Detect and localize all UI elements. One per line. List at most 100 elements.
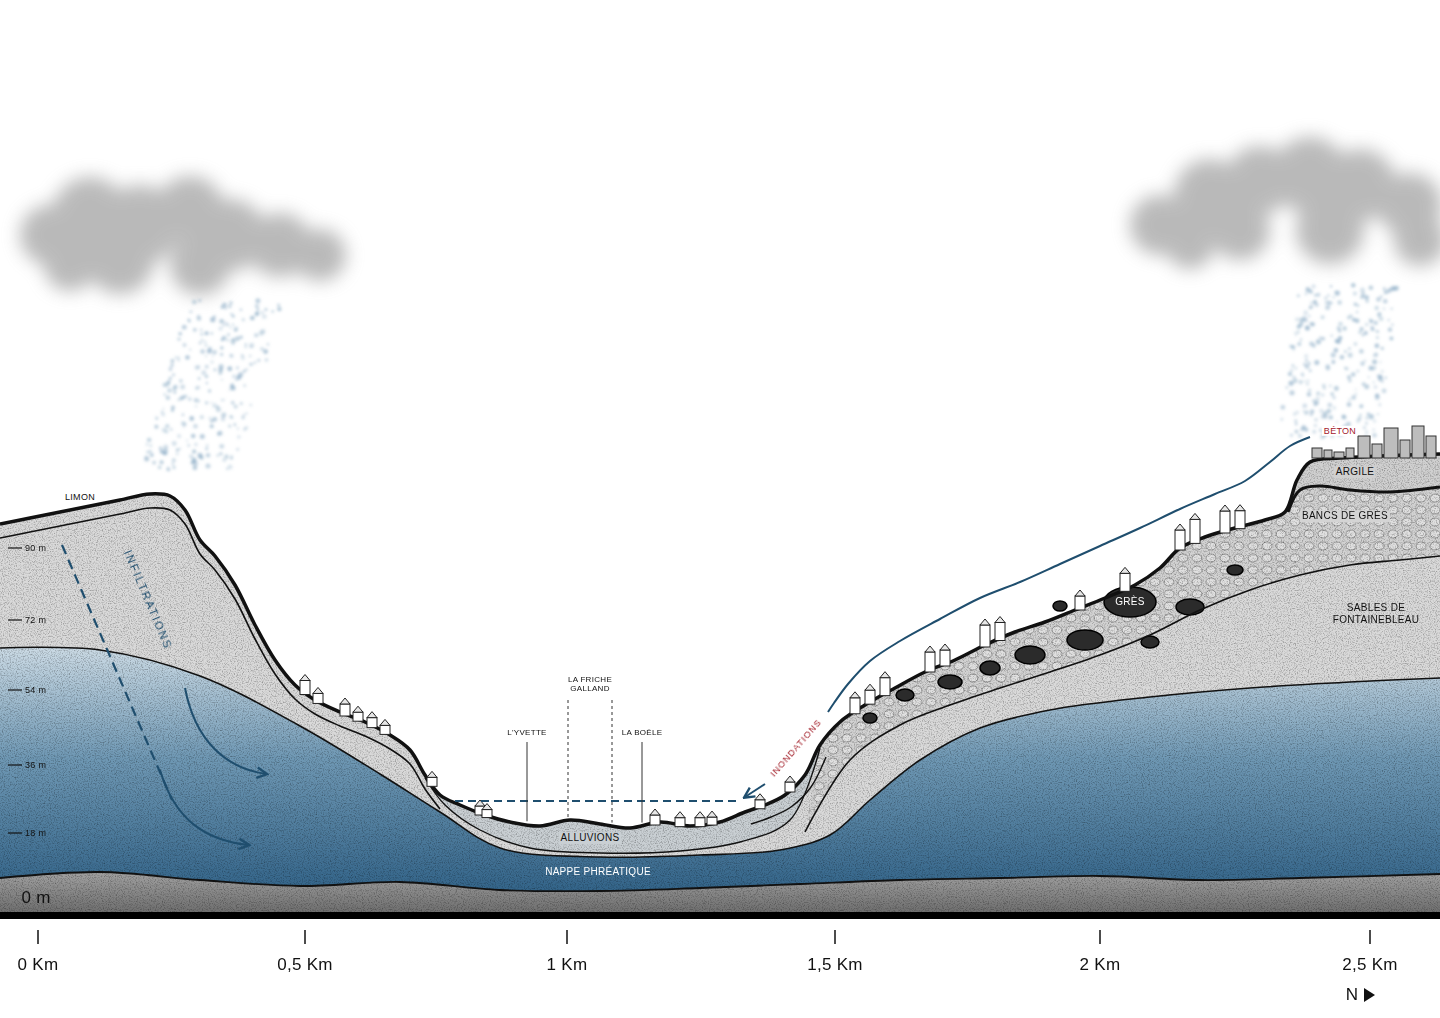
rain-drop [162, 451, 165, 454]
rain-drop [1370, 325, 1373, 328]
scale-tick [37, 930, 39, 944]
sandstone-block [938, 675, 962, 689]
rain-drop [1301, 428, 1304, 431]
rain-drop [1324, 296, 1327, 299]
house-roof [353, 706, 363, 712]
rain-drop [218, 431, 223, 436]
concrete-building [1412, 426, 1424, 458]
rain-drop [1304, 354, 1308, 358]
rain-drop [1301, 373, 1304, 376]
house [995, 617, 1005, 641]
rain-drop [198, 377, 201, 380]
rain-drop [1390, 337, 1394, 341]
rain-drop [197, 316, 202, 321]
rain-drop [1374, 321, 1378, 325]
north-arrow [1364, 988, 1375, 1002]
house [1120, 567, 1130, 591]
rain-drop [1348, 398, 1351, 401]
rain-drop [172, 466, 175, 469]
rain-drop [232, 375, 236, 379]
house [1235, 505, 1245, 529]
rain-drop [1359, 349, 1364, 354]
flood-runoff-line [828, 437, 1310, 712]
rain-drop [1347, 375, 1351, 379]
rain-drop [1348, 347, 1351, 350]
rain-drop [267, 343, 270, 346]
rain-drop [179, 379, 183, 383]
rain-drop [1292, 364, 1295, 367]
cloud-puff [1210, 200, 1270, 260]
scale-tick [304, 930, 306, 944]
rain-drop [1369, 414, 1374, 419]
rain-drop [1289, 344, 1293, 348]
rain-drop [249, 343, 254, 348]
rain-drop [1360, 288, 1365, 293]
rain-drop [205, 365, 209, 369]
rain-drop [1310, 302, 1312, 304]
house [695, 812, 705, 827]
rain-drop [169, 367, 173, 371]
rain-drop [231, 342, 235, 346]
rain-drop [176, 448, 178, 450]
grain-texture [0, 400, 1440, 913]
rain-drop [188, 320, 191, 323]
rain-drop [257, 359, 260, 362]
sandstone-block [1067, 630, 1103, 650]
house-body [850, 698, 860, 714]
rain-drop [1305, 359, 1308, 362]
rain-drop [187, 444, 190, 447]
house [925, 646, 935, 672]
elevation-label: 72 m [25, 615, 46, 625]
rain-drop [189, 310, 192, 313]
house-body [1220, 511, 1230, 533]
rain-drop [194, 443, 198, 447]
house-roof [367, 712, 377, 718]
rain-drop [1351, 372, 1355, 376]
rain-drop [1300, 338, 1302, 340]
house-roof [755, 794, 765, 800]
elevation-axis [8, 548, 22, 833]
rain-drop [1305, 325, 1310, 330]
rain-drop [250, 404, 252, 406]
rain-drop [172, 463, 175, 466]
rain-drop [183, 343, 187, 347]
rain-drop [226, 323, 229, 326]
house-roof [1220, 505, 1230, 511]
rain-drop [1373, 385, 1377, 389]
infiltration-path [62, 545, 172, 800]
rain-drop [1310, 410, 1314, 414]
infiltration-arrow [160, 770, 248, 845]
rain-drop [1355, 388, 1357, 390]
elevation-label: 90 m [25, 543, 46, 553]
rain-drop [207, 349, 212, 354]
house-body [340, 704, 350, 716]
rain-drop [238, 372, 243, 377]
rain-drop [213, 405, 216, 408]
house-body [1190, 519, 1200, 543]
rain-drop [230, 327, 232, 329]
rain-drop [1375, 395, 1380, 400]
rain-drop [226, 468, 228, 470]
rain-drop [1342, 415, 1347, 420]
rain-drop [1334, 348, 1338, 352]
sky [20, 137, 1440, 471]
rain-drop [1312, 399, 1315, 402]
clay-line [1288, 486, 1440, 512]
rain-drop [1351, 395, 1356, 400]
rain-drop [260, 347, 264, 351]
rain-drop [1365, 323, 1368, 326]
rain-drop [232, 338, 235, 341]
rain-drop [226, 339, 229, 342]
rain-drop [229, 301, 233, 305]
rain-drop [1376, 336, 1379, 339]
rain-drop [160, 460, 164, 464]
rain-drop [231, 401, 235, 405]
rain-drop [1340, 355, 1345, 360]
rain-drop [235, 336, 240, 341]
rain-drop [176, 449, 179, 452]
house-roof [880, 672, 890, 678]
rain-drop [225, 307, 227, 309]
rain-drop [222, 412, 227, 417]
rain-drop [265, 358, 269, 362]
rain-drop [1303, 310, 1308, 315]
